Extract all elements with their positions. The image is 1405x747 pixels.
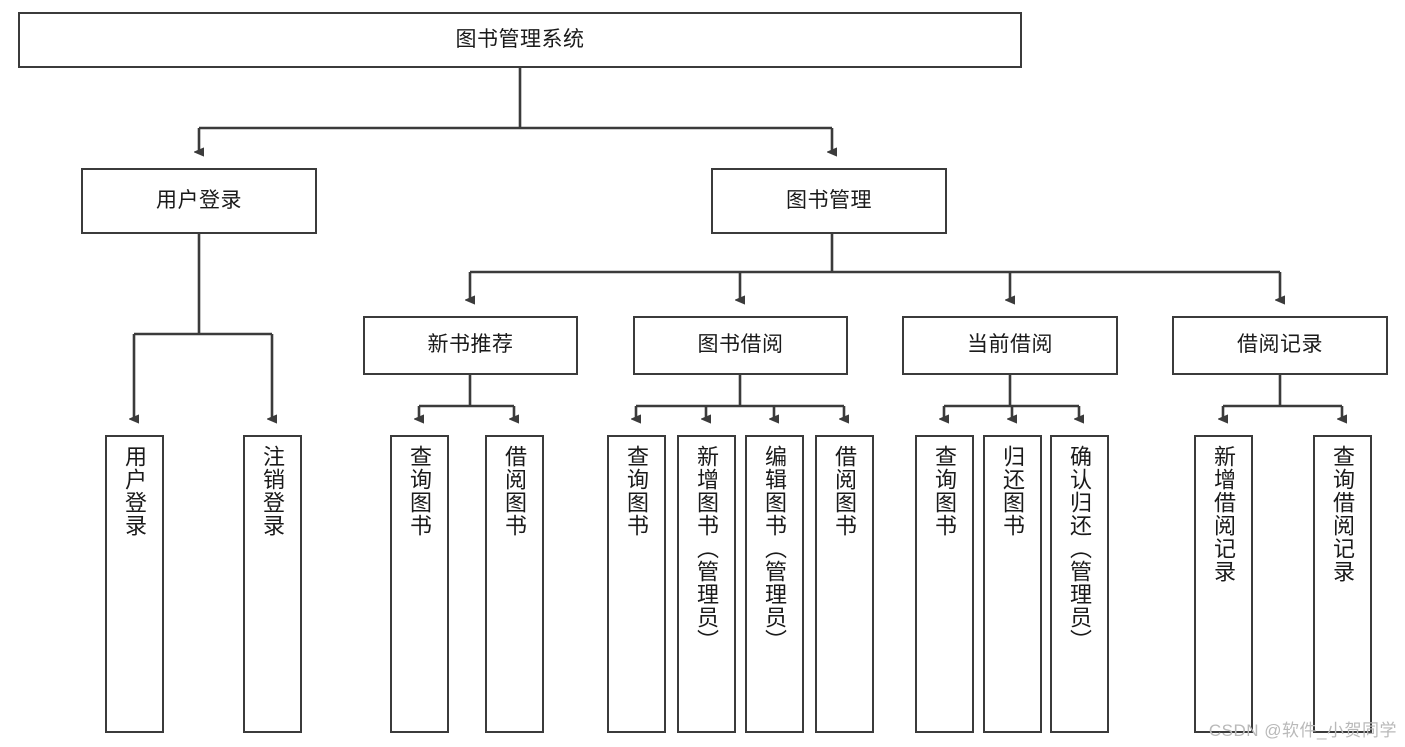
node-label: 用户登录 xyxy=(156,188,242,212)
node-current-borrowing[interactable]: 当前借阅 xyxy=(902,316,1118,375)
node-label: 借阅记录 xyxy=(1237,333,1323,357)
node-label: 新书推荐 xyxy=(427,333,514,357)
node-label: 确认归还（管理员） xyxy=(1067,445,1093,652)
node-book-management-system[interactable]: 图书管理系统 xyxy=(18,12,1022,68)
leaf-user-login-login[interactable]: 用户登录 xyxy=(105,435,164,733)
node-label: 查询借阅记录 xyxy=(1330,445,1356,583)
leaf-user-login-logout[interactable]: 注销登录 xyxy=(243,435,302,733)
node-label: 注销登录 xyxy=(260,445,286,537)
leaf-borrow-record-add-record[interactable]: 新增借阅记录 xyxy=(1194,435,1253,733)
leaf-current-borrow-query-books[interactable]: 查询图书 xyxy=(915,435,974,733)
node-borrowing-record[interactable]: 借阅记录 xyxy=(1172,316,1388,375)
node-label: 新增借阅记录 xyxy=(1211,445,1237,583)
leaf-book-borrow-add-book-admin[interactable]: 新增图书（管理员） xyxy=(677,435,736,733)
node-label: 图书管理系统 xyxy=(455,27,585,51)
node-user-login[interactable]: 用户登录 xyxy=(81,168,317,234)
node-label: 查询图书 xyxy=(624,445,650,537)
node-label: 用户登录 xyxy=(122,445,148,537)
node-label: 图书借阅 xyxy=(697,333,784,357)
node-label: 查询图书 xyxy=(407,445,433,537)
leaf-book-borrow-edit-book-admin[interactable]: 编辑图书（管理员） xyxy=(745,435,804,733)
node-new-book-recommendation[interactable]: 新书推荐 xyxy=(363,316,578,375)
node-book-borrowing[interactable]: 图书借阅 xyxy=(633,316,848,375)
node-label: 图书管理 xyxy=(786,188,872,212)
node-label: 借阅图书 xyxy=(832,445,858,537)
node-label: 当前借阅 xyxy=(967,333,1053,357)
leaf-new-book-query-books[interactable]: 查询图书 xyxy=(390,435,449,733)
node-label: 查询图书 xyxy=(932,445,958,537)
watermark-text: CSDN @软件_小贺同学 xyxy=(1208,721,1397,740)
node-label: 借阅图书 xyxy=(502,445,528,537)
node-label: 编辑图书（管理员） xyxy=(762,445,788,652)
node-book-management[interactable]: 图书管理 xyxy=(711,168,947,234)
leaf-borrow-record-query-record[interactable]: 查询借阅记录 xyxy=(1313,435,1372,733)
leaf-book-borrow-borrow-books[interactable]: 借阅图书 xyxy=(815,435,874,733)
leaf-new-book-borrow-books[interactable]: 借阅图书 xyxy=(485,435,544,733)
leaf-current-borrow-confirm-return-admin[interactable]: 确认归还（管理员） xyxy=(1050,435,1109,733)
leaf-current-borrow-return-books[interactable]: 归还图书 xyxy=(983,435,1042,733)
node-label: 归还图书 xyxy=(1000,445,1026,537)
leaf-book-borrow-query-books[interactable]: 查询图书 xyxy=(607,435,666,733)
node-label: 新增图书（管理员） xyxy=(694,445,720,652)
